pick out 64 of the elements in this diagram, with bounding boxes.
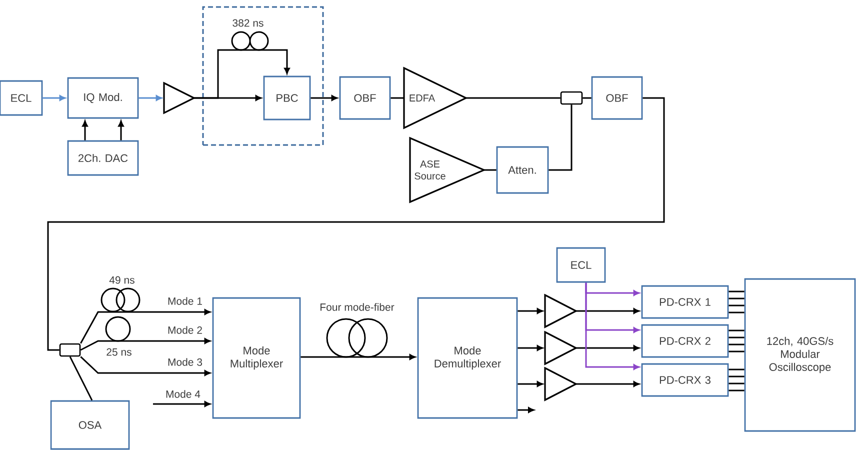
arrow xyxy=(138,95,162,101)
coupler-box xyxy=(560,91,583,105)
arrow xyxy=(80,356,210,376)
arrow xyxy=(153,401,210,407)
component-box: 2Ch. DAC xyxy=(67,140,139,176)
arrow xyxy=(518,381,543,387)
connector-line xyxy=(582,97,592,99)
arrow xyxy=(518,345,543,351)
connector-line xyxy=(728,304,744,306)
delay-label: 25 ns xyxy=(106,348,132,356)
connector-line xyxy=(728,350,744,352)
arrow xyxy=(310,95,338,101)
delay-label: 382 ns xyxy=(232,19,264,27)
connector-line xyxy=(466,97,560,99)
coupler-box xyxy=(59,343,81,357)
component-box: IQ Mod. xyxy=(67,77,139,119)
arrow xyxy=(194,49,290,99)
component-box: ECL xyxy=(0,80,43,116)
connector-line xyxy=(728,376,744,378)
connector-line xyxy=(484,169,496,171)
component-box: OSA xyxy=(50,400,130,450)
connector-line xyxy=(728,382,744,384)
edge-label: Mode 3 xyxy=(166,357,204,367)
component-box: PD-CRX 3 xyxy=(641,363,729,397)
edge-label: Mode 4 xyxy=(164,389,202,399)
edge-label: Mode 1 xyxy=(166,296,204,306)
component-box: PD-CRX 2 xyxy=(641,324,729,358)
connector-line xyxy=(47,97,665,351)
delay-label: 49 ns xyxy=(109,276,134,284)
connector-line xyxy=(390,97,404,99)
component-box: 12ch, 40GS/s Modular Oscilloscope xyxy=(744,278,856,432)
arrow xyxy=(585,282,640,370)
connector-line xyxy=(548,104,572,171)
connector-line xyxy=(728,390,744,392)
arrow xyxy=(82,120,88,140)
arrow xyxy=(42,95,66,101)
component-box: Mode Demultiplexer xyxy=(417,297,518,419)
component-box: OBF xyxy=(591,76,643,120)
component-box: PD-CRX 1 xyxy=(641,285,729,319)
arrow xyxy=(576,381,640,387)
arrow xyxy=(576,308,640,314)
dashed-frame xyxy=(202,6,324,146)
connector-line xyxy=(69,356,93,401)
arrow xyxy=(518,407,534,413)
arrow xyxy=(576,345,640,351)
connector-line xyxy=(728,312,744,314)
arrow xyxy=(80,309,210,344)
component-box: ECL xyxy=(556,247,606,283)
component-box: OBF xyxy=(339,76,391,120)
component-box: Mode Multiplexer xyxy=(212,297,301,419)
arrow xyxy=(80,338,210,351)
component-box: PBC xyxy=(263,76,311,120)
connector-line xyxy=(728,336,744,338)
connector-line xyxy=(728,290,744,292)
connector-line xyxy=(728,298,744,300)
component-box: Atten. xyxy=(496,146,549,194)
edge-label: Four mode-fiber xyxy=(318,302,396,312)
connector-line xyxy=(728,344,744,346)
arrow xyxy=(118,120,124,140)
edge-label: Mode 2 xyxy=(166,325,204,335)
arrow xyxy=(518,308,543,314)
connector-line xyxy=(728,368,744,370)
arrow xyxy=(300,354,416,360)
connector-line xyxy=(728,330,744,332)
